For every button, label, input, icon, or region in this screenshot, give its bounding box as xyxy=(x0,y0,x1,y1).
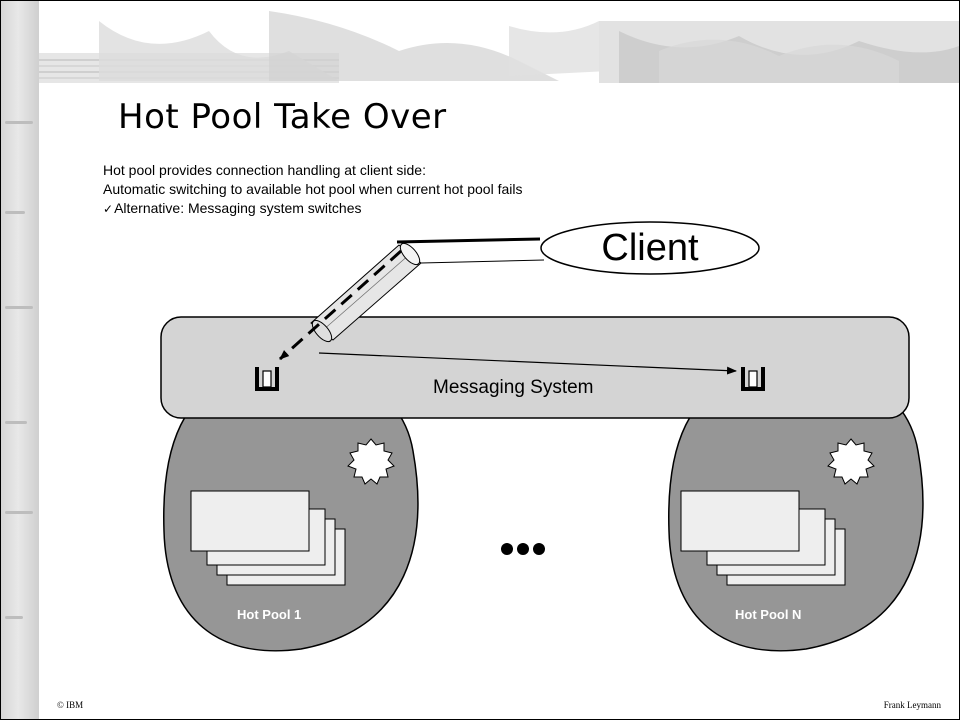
sub-bullet-text: Alternative: Messaging system switches xyxy=(114,200,362,216)
hot-pool-n-label: Hot Pool N xyxy=(735,607,802,622)
bullet-2: Automatic switching to available hot poo… xyxy=(103,181,523,197)
ellipsis-dots xyxy=(501,543,545,555)
messaging-system-bus xyxy=(160,316,910,419)
bullet-list: Hot pool provides connection handling at… xyxy=(103,161,522,219)
hot-pool-n-card-stack xyxy=(680,490,846,586)
queue-icon-1 xyxy=(255,367,279,391)
footer-copyright: © IBM xyxy=(57,700,84,710)
footer-author: Frank Leymann xyxy=(883,700,941,710)
hot-pool-1-label: Hot Pool 1 xyxy=(237,607,302,622)
sub-bullet: ✓Alternative: Messaging system switches xyxy=(103,199,522,219)
bullet-1: Hot pool provides connection handling at… xyxy=(103,162,426,178)
top-decorative-band xyxy=(39,1,959,93)
hot-pool-1-card-stack xyxy=(190,490,346,586)
queue-icon-n xyxy=(741,367,765,391)
client-ellipse xyxy=(540,221,760,275)
checkmark-icon: ✓ xyxy=(103,202,114,216)
slide-title: Hot Pool Take Over xyxy=(118,97,447,137)
messaging-system-label: Messaging System xyxy=(433,377,594,398)
hot-pool-1-starburst xyxy=(347,438,395,485)
client-label: Client xyxy=(601,227,699,269)
dashed-arrow-to-pool-1 xyxy=(279,249,402,361)
left-decorative-band xyxy=(1,1,39,719)
arrow-to-pool-n xyxy=(318,352,737,375)
connection-pipe xyxy=(310,242,422,343)
hot-pool-n-starburst xyxy=(827,438,875,485)
